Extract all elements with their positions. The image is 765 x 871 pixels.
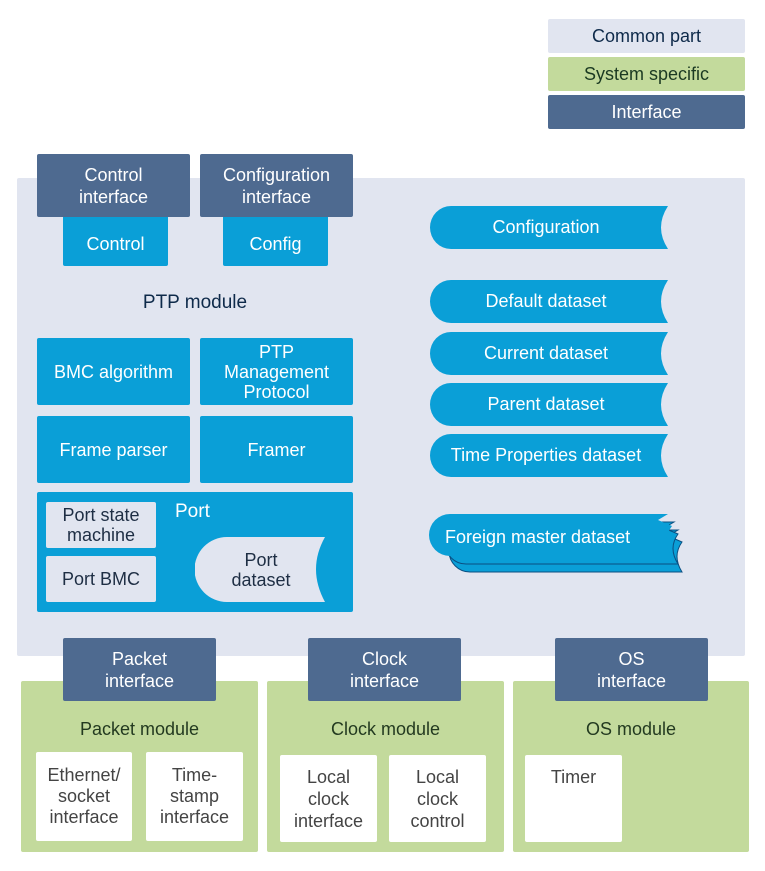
timer: Timer: [525, 755, 622, 842]
frame-parser-block: Frame parser: [37, 416, 190, 483]
legend-system-specific: System specific: [548, 57, 745, 91]
port-state-machine: Port state machine: [46, 502, 156, 548]
port-bmc: Port BMC: [46, 556, 156, 602]
packet-module-title: Packet module: [79, 718, 200, 739]
port-block: Port Port state machine Port BMC Port da…: [37, 492, 353, 612]
dataset-default-shape: [430, 280, 668, 323]
dataset-time-properties-shape: [430, 434, 668, 477]
foreign-master-dataset: Foreign master dataset: [445, 527, 631, 547]
control-interface: Control interface: [37, 154, 190, 217]
os-module-title: OS module: [585, 718, 677, 739]
local-clock-interface: Local clock interface: [280, 755, 377, 842]
port-title: Port: [175, 501, 210, 522]
legend-interface: Interface: [548, 95, 745, 129]
config-block: Config: [223, 212, 328, 266]
dataset-current: Current dataset: [483, 343, 609, 363]
dataset-time-properties: Time Properties dataset: [450, 445, 642, 465]
dataset-configuration: Configuration: [492, 217, 600, 237]
clock-interface: Clock interface: [308, 638, 461, 701]
timer-label: Timer: [550, 767, 597, 787]
clock-module-title: Clock module: [330, 718, 441, 739]
dataset-parent-shape: [430, 383, 668, 426]
bmc-algorithm-block: BMC algorithm: [37, 338, 190, 405]
legend-common-part: Common part: [548, 19, 745, 53]
timestamp-interface: Time- stamp interface: [146, 752, 243, 841]
dataset-parent: Parent dataset: [487, 394, 605, 414]
foreign-master-dataset-stack: [429, 514, 683, 573]
ptp-management-protocol-block: PTP Management Protocol: [200, 338, 353, 405]
local-clock-control: Local clock control: [389, 755, 486, 842]
port-dataset-shape: [195, 537, 325, 602]
dataset-current-shape: [430, 332, 668, 375]
port-dataset: Port dataset: [231, 549, 291, 590]
ethernet-socket-interface: Ethernet/ socket interface: [36, 752, 132, 841]
dataset-default: Default dataset: [485, 291, 607, 311]
os-interface: OS interface: [555, 638, 708, 701]
configuration-interface: Configuration interface: [200, 154, 353, 217]
control-block: Control: [63, 212, 168, 266]
packet-interface: Packet interface: [63, 638, 216, 701]
dataset-configuration-shape: [430, 206, 668, 249]
framer-block: Framer: [200, 416, 353, 483]
ptp-module-title: PTP module: [142, 292, 248, 313]
